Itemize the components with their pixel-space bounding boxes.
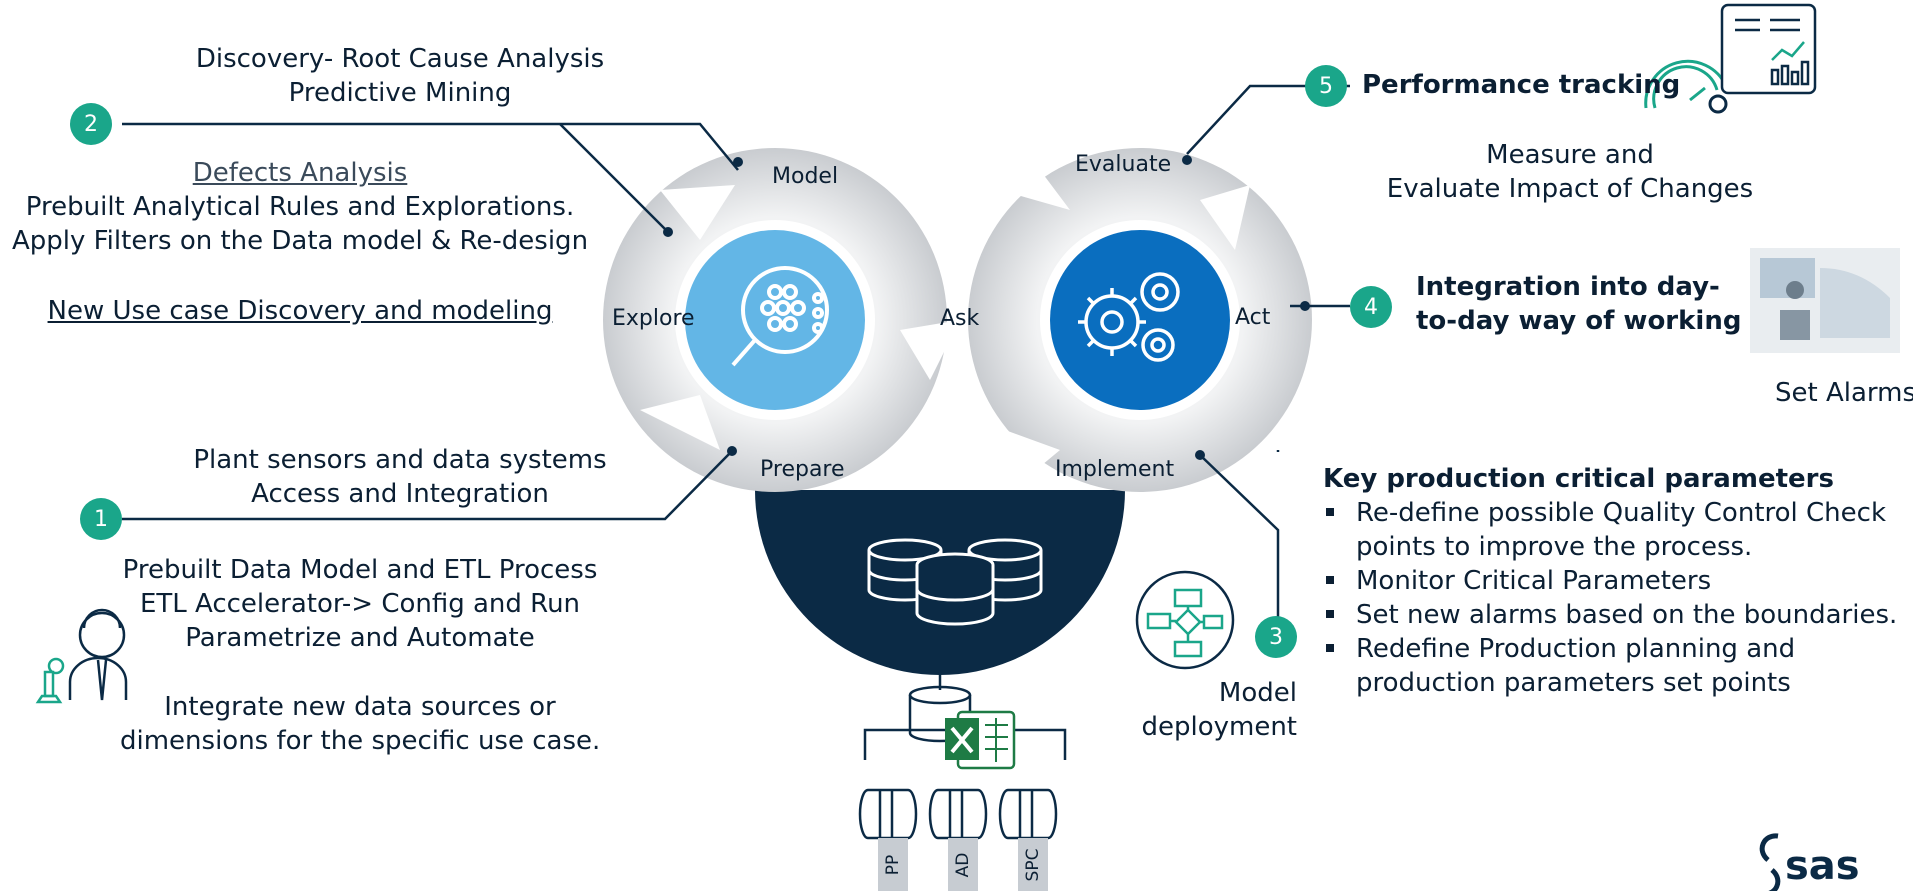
cycle-arrow-notches (640, 170, 1250, 475)
cycle-label-prepare: Prepare (760, 457, 845, 482)
defects-analysis-link[interactable]: Defects Analysis (192, 158, 408, 188)
step-2-badge: 2 (70, 103, 112, 145)
plant-line-1: Plant sensors and data systems (193, 445, 607, 475)
source-label-ad: AD (953, 852, 973, 878)
cycle-label-explore: Explore (612, 306, 695, 331)
step-3-badge: 3 (1255, 616, 1297, 658)
source-label-pp: PP (883, 854, 903, 876)
key-param-item: Monitor Critical Parameters (1318, 564, 1898, 598)
key-param-item: Re-define possible Quality Control Check… (1318, 496, 1898, 564)
key-params-title: Key production critical parameters (1323, 464, 1834, 494)
measure-line-2: Evaluate Impact of Changes (1386, 174, 1754, 204)
model-deployment-line-2: deployment (1141, 712, 1297, 742)
defects-line-1: Prebuilt Analytical Rules and Exploratio… (25, 192, 575, 222)
defects-line-2: Apply Filters on the Data model & Re-des… (11, 226, 589, 256)
etl-line-3: Parametrize and Automate (185, 623, 535, 653)
pp-label-bg (878, 838, 908, 891)
ad-label-bg (948, 838, 978, 891)
etl-line-2: ETL Accelerator-> Config and Run (139, 589, 581, 619)
new-use-case-link[interactable]: New Use case Discovery and modeling (47, 296, 553, 326)
excel-icon (945, 710, 1016, 770)
sas-logo (1759, 833, 1781, 891)
measure-line-1: Measure and (1486, 140, 1654, 170)
step-4-badge: 4 (1350, 286, 1392, 328)
gauge-icon (1644, 59, 1728, 114)
step-1-badge: 1 (80, 498, 122, 540)
integrate-line-1: Integrate new data sources or (164, 692, 556, 722)
dashboard-icon (1720, 3, 1817, 95)
source-label-spc: SPC (1023, 848, 1043, 882)
sas-logo-text: sas (1785, 843, 1860, 889)
plant-line-2: Access and Integration (251, 479, 549, 509)
person-icon (35, 608, 128, 704)
cycle-label-model: Model (772, 164, 839, 189)
key-param-item: Redefine Production planning and product… (1318, 632, 1898, 700)
set-alarms-label: Set Alarms (1775, 378, 1913, 408)
step-5-badge: 5 (1305, 65, 1347, 107)
database-icon (867, 538, 1043, 626)
integrate-line-2: dimensions for the specific use case. (120, 726, 601, 756)
integration-line-2: to-day way of working (1416, 306, 1742, 336)
flowchart-icon (1135, 570, 1235, 670)
office-photo-icon (1750, 248, 1900, 353)
performance-tracking-title: Performance tracking (1362, 70, 1681, 100)
model-title-line-1: Discovery- Root Cause Analysis (195, 44, 605, 74)
model-title-line-2: Predictive Mining (288, 78, 512, 108)
cycle-label-ask: Ask (940, 306, 980, 331)
integration-line-1: Integration into day- (1416, 272, 1720, 302)
connector-dots (663, 155, 1310, 460)
key-params-list: Re-define possible Quality Control Check… (1318, 496, 1898, 700)
right-center-inner (1050, 230, 1230, 410)
key-param-item: Set new alarms based on the boundaries. (1318, 598, 1898, 632)
cycle-label-implement: Implement (1055, 457, 1175, 482)
model-deployment-line-1: Model (1218, 678, 1297, 708)
magnifier-icon (731, 266, 829, 367)
cycle-label-act: Act (1235, 305, 1271, 330)
etl-line-1: Prebuilt Data Model and ETL Process (122, 555, 598, 585)
gears-icon (1078, 272, 1180, 362)
spc-label-bg (1018, 838, 1048, 891)
cycle-label-evaluate: Evaluate (1075, 152, 1172, 177)
